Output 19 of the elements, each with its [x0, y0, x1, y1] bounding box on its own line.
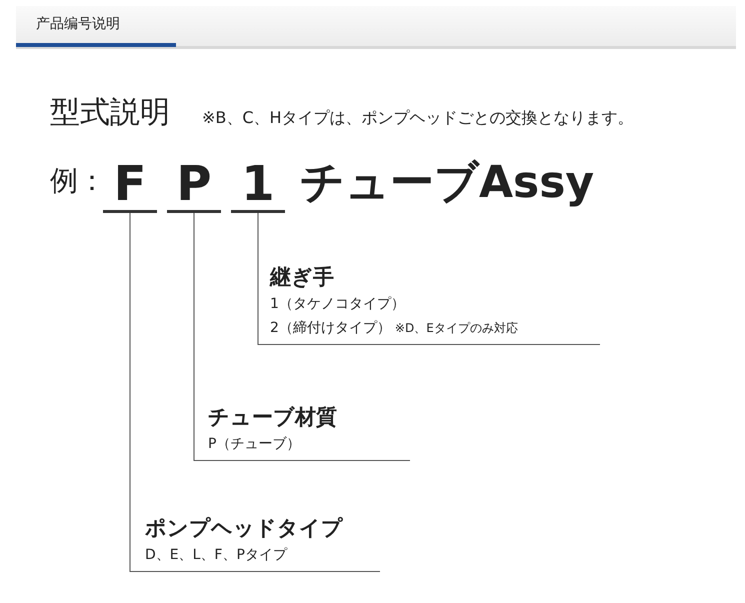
leader-line	[194, 212, 208, 461]
option-text: 2（締付けタイプ）	[270, 320, 391, 336]
leader-line	[258, 212, 270, 345]
option-text: P（チューブ）	[208, 436, 300, 452]
title: 型式説明	[50, 94, 170, 132]
field-heading: チューブ材質	[208, 404, 338, 431]
product-name: チューブAssy	[300, 156, 594, 210]
header-title: 产品编号说明	[36, 15, 120, 33]
example-label: 例：	[50, 163, 106, 199]
note-text: ※D、Eタイプのみ対応	[394, 321, 518, 335]
option-text: D、E、L、F、Pタイプ	[145, 547, 287, 563]
code-letter: P	[167, 158, 221, 213]
field-heading: ポンプヘッドタイプ	[145, 515, 344, 542]
option-text: 1（タケノコタイプ）	[270, 296, 405, 312]
note-text: ※B、C、Hタイプは、ポンプヘッドごとの交換となります。	[202, 108, 634, 129]
code-letter: F	[103, 158, 157, 213]
code-letter: 1	[231, 158, 285, 213]
field-heading: 継ぎ手	[270, 264, 335, 291]
leader-line	[130, 212, 146, 572]
